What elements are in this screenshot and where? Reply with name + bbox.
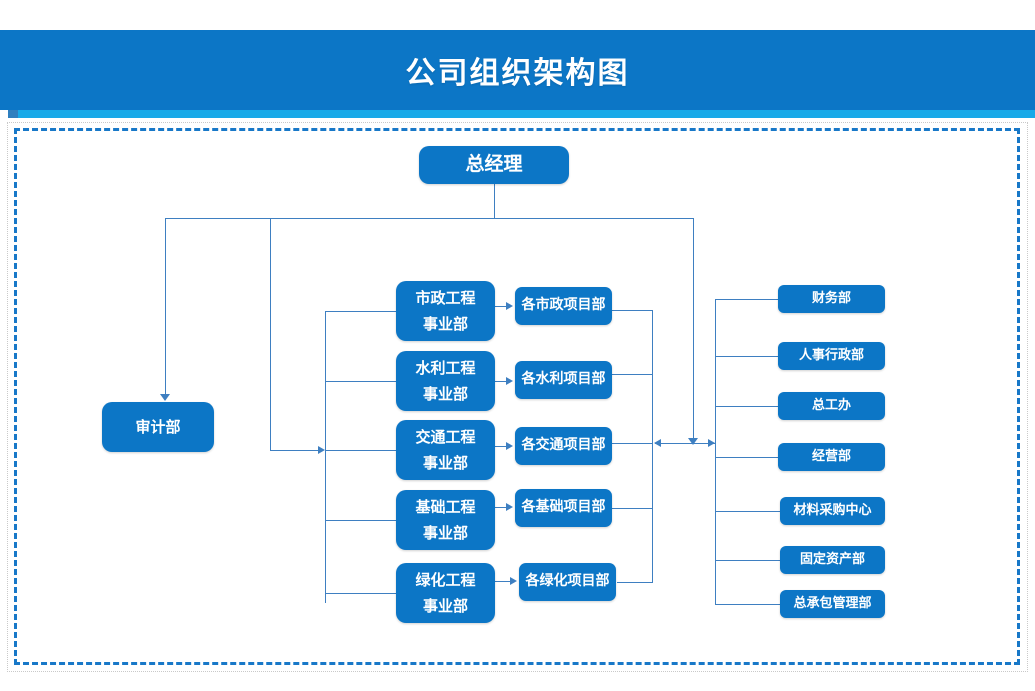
node-dept-fixed-assets[interactable]: 固定资产部: [780, 546, 885, 574]
node-dept-chief-engineer-office[interactable]: 总工办: [778, 392, 885, 420]
connector-dept-3: [715, 406, 778, 407]
node-division-foundation-line2: 事业部: [422, 523, 468, 542]
node-dept-hr-admin-label: 人事行政部: [798, 347, 864, 363]
node-general-manager-label: 总经理: [465, 153, 523, 176]
node-division-greening-line1: 绿化工程: [415, 570, 476, 589]
node-dept-chief-engineer-office-label: 总工办: [811, 397, 851, 413]
node-dept-finance-label: 财务部: [811, 290, 851, 306]
node-project-greening[interactable]: 各绿化项目部: [519, 563, 616, 601]
node-division-municipal-line2: 事业部: [422, 314, 468, 333]
connector-dept-1: [715, 299, 778, 300]
arrow-div2-proj: [506, 377, 513, 385]
node-project-greening-label: 各绿化项目部: [525, 573, 610, 590]
connector-department-bus: [715, 299, 716, 605]
connector-proj5-bus: [617, 582, 653, 583]
connector-division-bus: [325, 311, 326, 603]
connector-division-2: [325, 381, 396, 382]
node-project-foundation[interactable]: 各基础项目部: [515, 489, 612, 527]
node-division-water[interactable]: 水利工程 事业部: [396, 351, 495, 411]
arrow-center-junction: [688, 438, 698, 445]
node-audit-department[interactable]: 审计部: [102, 402, 214, 452]
node-project-transport[interactable]: 各交通项目部: [515, 427, 612, 465]
node-division-transport-line1: 交通工程: [415, 427, 476, 446]
arrow-div1-proj: [506, 302, 513, 310]
chart-dashed-frame: [14, 128, 1020, 665]
connector-divisions-drop: [270, 218, 271, 450]
page-title: 公司组织架构图: [405, 56, 630, 91]
arrow-to-divisions-bus: [318, 446, 325, 454]
node-project-water-label: 各水利项目部: [521, 371, 606, 388]
node-project-municipal-label: 各市政项目部: [521, 297, 606, 314]
arrow-div5-proj: [510, 577, 517, 585]
node-dept-material-procurement-center[interactable]: 材料采购中心: [780, 497, 885, 525]
node-division-foundation[interactable]: 基础工程 事业部: [396, 490, 495, 550]
connector-audit-drop: [165, 218, 166, 394]
node-division-water-line1: 水利工程: [415, 358, 476, 377]
connector-proj3-bus: [612, 443, 653, 444]
banner-accent-strip: [18, 110, 1035, 118]
outer-dotted-frame: [7, 122, 1028, 672]
connector-division-4: [325, 520, 396, 521]
connector-proj1-bus: [612, 310, 653, 311]
connector-project-bus: [652, 310, 653, 582]
node-division-greening[interactable]: 绿化工程 事业部: [396, 563, 495, 623]
connector-dept-6: [715, 560, 780, 561]
connector-proj2-bus: [612, 374, 653, 375]
connector-div1-proj: [495, 306, 508, 307]
arrow-center-right: [708, 439, 715, 447]
node-division-foundation-line1: 基础工程: [415, 497, 476, 516]
arrow-center-left: [654, 439, 661, 447]
connector-div5-proj: [495, 581, 512, 582]
node-dept-material-procurement-center-label: 材料采购中心: [793, 502, 872, 518]
node-dept-operations[interactable]: 经营部: [778, 443, 885, 471]
node-division-transport[interactable]: 交通工程 事业部: [396, 420, 495, 480]
connector-div3-proj: [495, 446, 508, 447]
node-division-municipal[interactable]: 市政工程 事业部: [396, 281, 495, 341]
node-dept-general-contracting-management-label: 总承包管理部: [793, 595, 872, 611]
arrow-div3-proj: [506, 442, 513, 450]
connector-gm-bus: [165, 218, 694, 219]
node-division-water-line2: 事业部: [422, 384, 468, 403]
connector-dept-2: [715, 356, 778, 357]
connector-center-drop: [693, 218, 694, 440]
connector-division-3: [325, 450, 396, 451]
connector-dept-5: [715, 511, 780, 512]
connector-dept-4: [715, 457, 778, 458]
arrow-div4-proj: [506, 503, 513, 511]
node-project-municipal[interactable]: 各市政项目部: [515, 287, 612, 325]
title-banner: [0, 30, 1035, 110]
node-division-greening-line2: 事业部: [422, 596, 468, 615]
connector-div2-proj: [495, 381, 508, 382]
node-general-manager[interactable]: 总经理: [419, 146, 569, 184]
banner-tab: [8, 110, 18, 118]
node-audit-department-label: 审计部: [135, 417, 181, 436]
connector-dept-7: [715, 604, 780, 605]
node-division-transport-line2: 事业部: [422, 453, 468, 472]
node-division-municipal-line1: 市政工程: [415, 288, 476, 307]
node-dept-general-contracting-management[interactable]: 总承包管理部: [780, 590, 885, 618]
node-dept-finance[interactable]: 财务部: [778, 285, 885, 313]
connector-gm-stem: [494, 183, 495, 218]
node-project-foundation-label: 各基础项目部: [521, 499, 606, 516]
connector-divisions-feeder: [270, 450, 320, 451]
node-dept-fixed-assets-label: 固定资产部: [799, 551, 865, 567]
arrow-to-audit: [160, 394, 170, 401]
connector-division-5: [325, 593, 396, 594]
connector-center-bar: [655, 443, 715, 444]
connector-proj4-bus: [612, 508, 653, 509]
node-dept-hr-admin[interactable]: 人事行政部: [778, 342, 885, 370]
node-project-water[interactable]: 各水利项目部: [515, 361, 612, 399]
connector-division-1: [325, 311, 396, 312]
connector-div4-proj: [495, 507, 508, 508]
node-dept-operations-label: 经营部: [811, 448, 851, 464]
node-project-transport-label: 各交通项目部: [521, 437, 606, 454]
